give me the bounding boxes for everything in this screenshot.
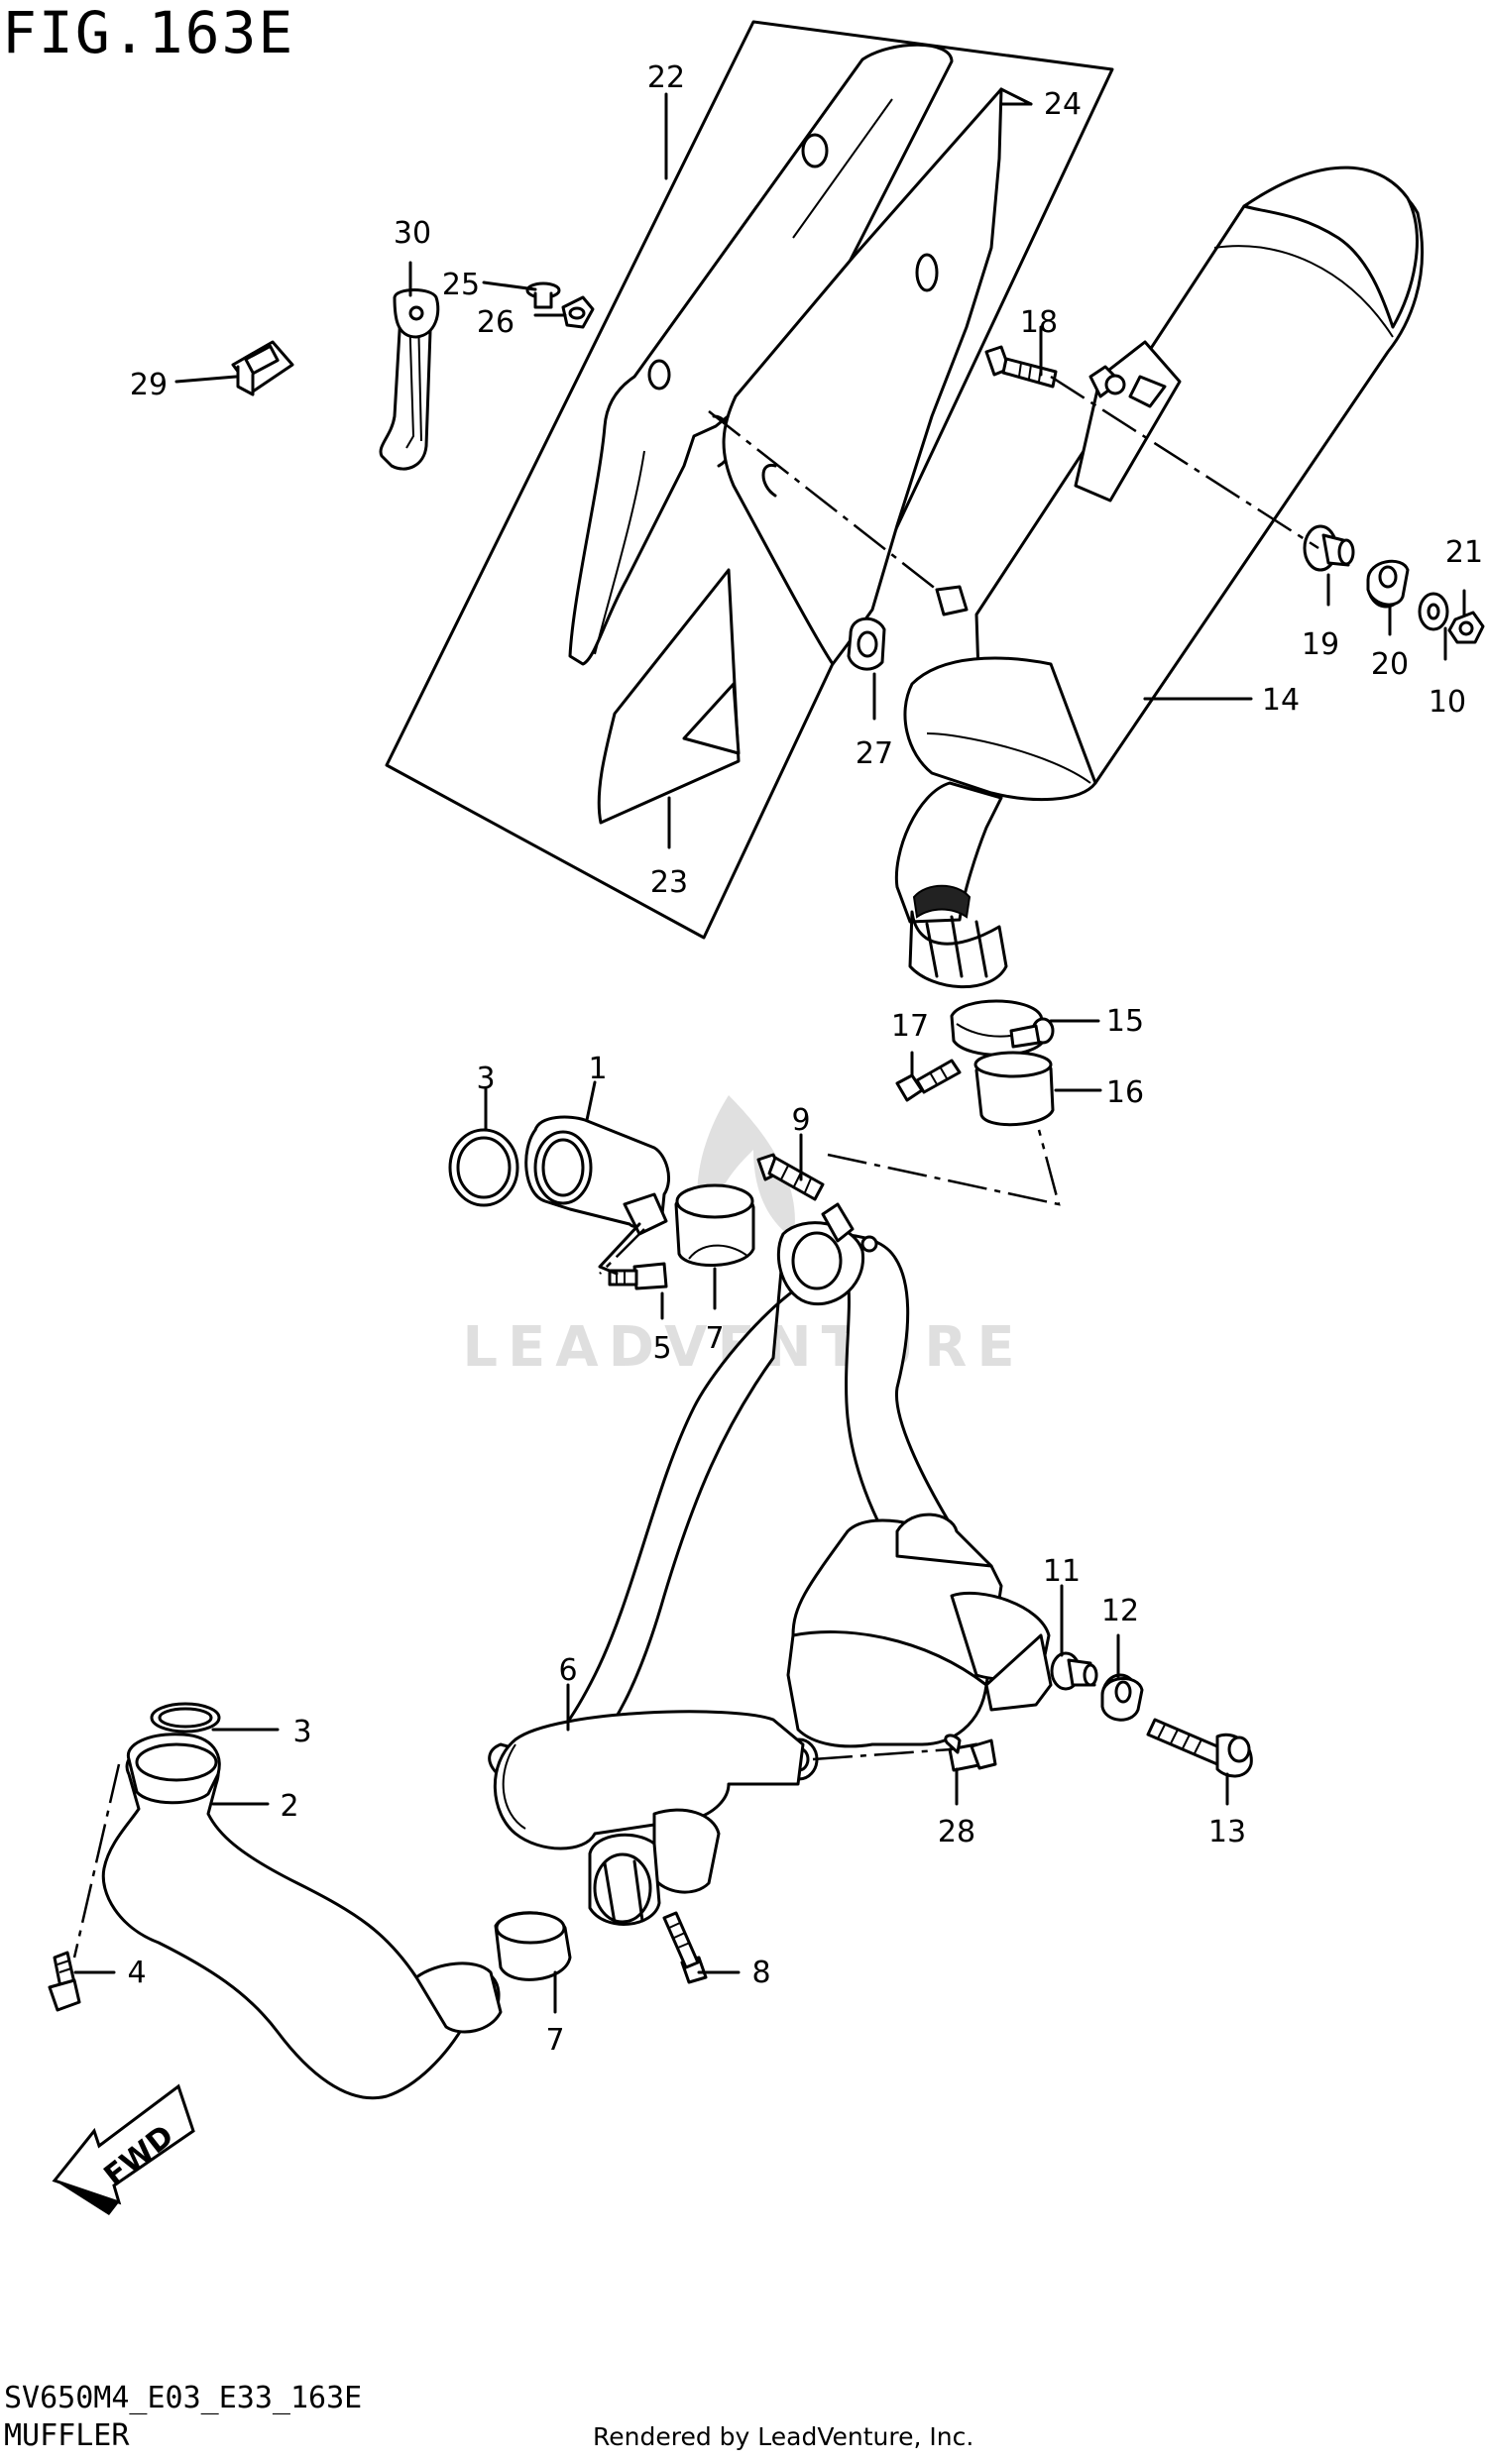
figure-title: FIG.163E xyxy=(2,0,295,66)
part-28-sensor-plug xyxy=(944,1734,997,1772)
part-11-collar xyxy=(1050,1651,1098,1691)
callout-18: 18 xyxy=(1020,305,1058,340)
callout-2: 2 xyxy=(280,1789,298,1824)
part-19-collar xyxy=(1303,524,1355,572)
part-30-bracket xyxy=(379,288,440,471)
part-12-bush xyxy=(1100,1673,1144,1722)
callout-25: 25 xyxy=(442,268,480,302)
part-13-bolt xyxy=(1146,1718,1253,1778)
fwd-direction-arrow: FWD xyxy=(52,2083,195,2215)
callout-3-upper: 3 xyxy=(476,1062,495,1096)
callout-29: 29 xyxy=(130,368,168,402)
callout-10: 10 xyxy=(1429,685,1466,720)
part-26-nut xyxy=(561,295,595,329)
part-25-screw xyxy=(525,281,561,309)
part-2-exhaust-pipe xyxy=(101,1733,503,2100)
callout-23: 23 xyxy=(650,865,688,900)
part-21-nut xyxy=(1447,611,1485,644)
part-7-gasket-lower xyxy=(494,1911,572,1981)
part-8-bolt xyxy=(662,1911,708,1984)
part-14-muffler xyxy=(894,166,1425,989)
diagram-code: SV650M4_E03_E33_163E xyxy=(4,2381,363,2415)
callout-8: 8 xyxy=(751,1956,770,1990)
callout-7-upper: 7 xyxy=(705,1321,724,1356)
part-29-clip xyxy=(231,340,294,396)
part-3-gasket-lower xyxy=(150,1702,221,1734)
callout-1: 1 xyxy=(588,1052,607,1086)
part-16-gasket xyxy=(973,1051,1055,1127)
callout-17: 17 xyxy=(891,1009,929,1044)
part-7-gasket-upper xyxy=(674,1183,755,1267)
callout-14: 14 xyxy=(1262,683,1300,718)
callout-24: 24 xyxy=(1044,87,1082,122)
callout-28: 28 xyxy=(938,1815,975,1849)
callout-15: 15 xyxy=(1106,1004,1144,1039)
section-name: MUFFLER xyxy=(4,2418,130,2453)
callout-22: 22 xyxy=(647,60,685,95)
callout-numbers: 22 24 30 25 26 29 18 21 19 20 10 14 27 2… xyxy=(127,60,1483,2058)
part-3-gasket-upper xyxy=(448,1128,519,1207)
part-17-bolt xyxy=(895,1059,962,1102)
part-20-bush xyxy=(1366,559,1410,609)
leader-lines xyxy=(72,87,1466,2014)
callout-6: 6 xyxy=(558,1653,577,1688)
part-27-grommet xyxy=(847,616,886,671)
part-9-bolt xyxy=(756,1153,825,1201)
callout-13: 13 xyxy=(1208,1815,1246,1849)
callout-20: 20 xyxy=(1371,647,1409,682)
part-6-exhaust-pipe xyxy=(488,1202,1053,1926)
part-4-bolt xyxy=(48,1951,81,2012)
heat-shield-assembly xyxy=(385,20,1114,940)
part-10-washer xyxy=(1418,592,1449,631)
callout-27: 27 xyxy=(856,736,893,771)
callout-16: 16 xyxy=(1106,1075,1144,1110)
callout-3-lower: 3 xyxy=(292,1715,311,1749)
callout-7-lower: 7 xyxy=(545,2023,564,2058)
part-1-exhaust-pipe xyxy=(524,1115,670,1236)
callout-5: 5 xyxy=(652,1331,671,1366)
callout-30: 30 xyxy=(394,216,431,251)
callout-21: 21 xyxy=(1445,535,1483,570)
callout-9: 9 xyxy=(791,1103,810,1138)
callout-19: 19 xyxy=(1302,627,1339,662)
callout-4: 4 xyxy=(127,1956,146,1990)
part-18-bolt xyxy=(984,345,1058,389)
callout-26: 26 xyxy=(477,305,515,340)
part-15-clamp xyxy=(950,999,1055,1057)
callout-12: 12 xyxy=(1101,1594,1139,1628)
callout-11: 11 xyxy=(1043,1554,1081,1589)
part-5-bolt xyxy=(608,1262,668,1290)
render-credit: Rendered by LeadVenture, Inc. xyxy=(593,2422,974,2451)
